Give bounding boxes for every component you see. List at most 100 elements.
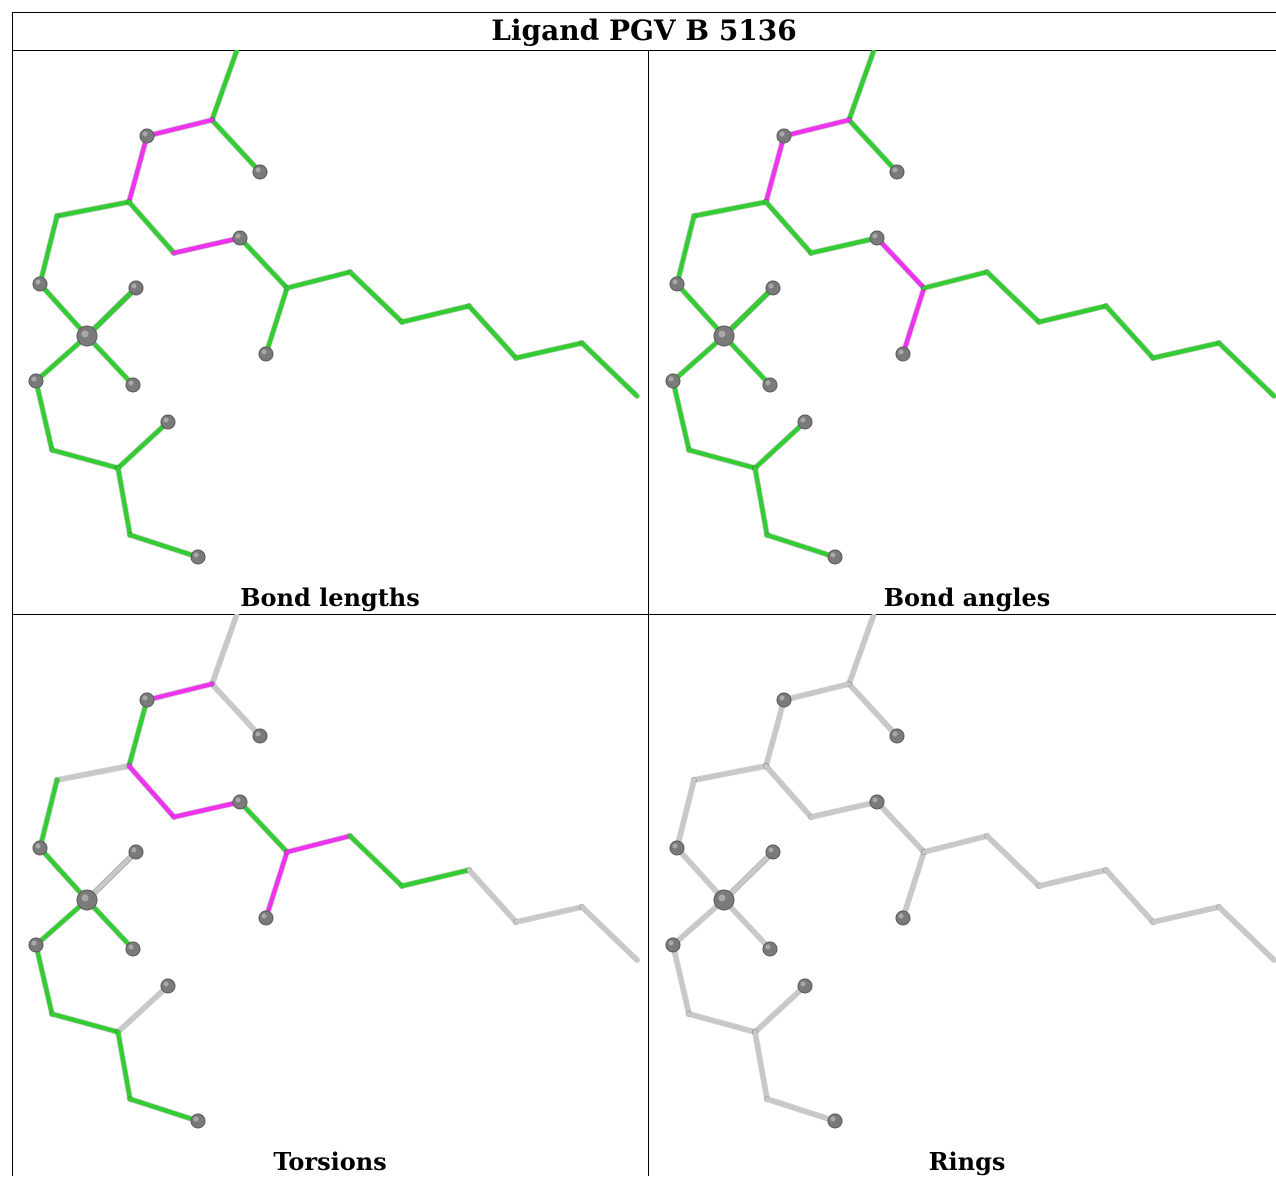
- panel-bond-angles: Bond angles: [649, 50, 1276, 616]
- atom-sphere: [128, 280, 144, 296]
- panel-label-bond-angles: Bond angles: [883, 583, 1051, 612]
- atom-sphere: [32, 840, 48, 856]
- atom-sphere: [232, 230, 248, 246]
- figure-frame: [12, 12, 1276, 1176]
- atom-highlight: [800, 981, 806, 987]
- phosphorus-atom: [713, 325, 735, 347]
- atom-highlight: [128, 944, 134, 950]
- bond-b-c: [54, 199, 132, 219]
- bond-d-e: [171, 799, 243, 820]
- bond-d-e: [171, 235, 243, 256]
- bond-e-f: [874, 799, 927, 855]
- atom-highlight: [718, 894, 726, 902]
- bond-o1-b: [763, 697, 787, 769]
- atom-sphere: [797, 978, 813, 994]
- bond-pp-pu: [84, 285, 139, 339]
- bond-f-fb: [263, 285, 290, 357]
- atom-sphere: [190, 1113, 206, 1129]
- bond-o1-b: [126, 133, 150, 205]
- bond-pp-pu: [721, 849, 776, 903]
- atom-highlight: [672, 279, 678, 285]
- atom-highlight: [765, 944, 771, 950]
- bond-k-l: [1216, 904, 1276, 963]
- atom-highlight: [718, 330, 726, 338]
- atom-highlight: [779, 131, 785, 137]
- bond-q-r: [33, 378, 55, 453]
- bond-r-s: [686, 1011, 758, 1035]
- column-divider: [648, 50, 649, 1176]
- atom-sphere: [128, 844, 144, 860]
- bond-pp-q: [670, 897, 727, 948]
- atom-sphere: [258, 910, 274, 926]
- phosphorus-atom: [76, 325, 98, 347]
- atom-sphere: [669, 840, 685, 856]
- bond-b-c: [54, 763, 132, 783]
- atom-highlight: [255, 167, 261, 173]
- bond-f-fb: [263, 849, 290, 921]
- bond-pp-pd: [84, 333, 136, 388]
- atom-highlight: [142, 131, 148, 137]
- bond-c-cp: [674, 777, 697, 851]
- atom-sphere: [889, 164, 905, 180]
- bond-h-i: [399, 303, 472, 325]
- bond-t-a: [846, 50, 877, 123]
- atom-highlight: [800, 417, 806, 423]
- atom-sphere: [252, 728, 268, 744]
- atom-sphere: [827, 549, 843, 565]
- panel-label-rings: Rings: [928, 1147, 1006, 1176]
- atom-highlight: [830, 552, 836, 558]
- bond-cp-pp: [674, 845, 727, 903]
- atom-sphere: [28, 373, 44, 389]
- bond-g-h: [347, 833, 405, 889]
- atom-sphere: [232, 794, 248, 810]
- atom-sphere: [669, 276, 685, 292]
- atom-sphere: [125, 377, 141, 393]
- atom-highlight: [872, 233, 878, 239]
- bond-j-k: [1150, 340, 1222, 361]
- atom-highlight: [131, 847, 137, 853]
- atom-highlight: [768, 847, 774, 853]
- bond-e-f: [874, 235, 927, 291]
- bond-j-k: [513, 904, 585, 925]
- atom-highlight: [892, 731, 898, 737]
- bond-j-k: [1150, 904, 1222, 925]
- atom-sphere: [252, 164, 268, 180]
- atom-highlight: [892, 167, 898, 173]
- atom-sphere: [895, 910, 911, 926]
- bond-s-v: [115, 1029, 133, 1102]
- bond-r-s: [49, 447, 121, 471]
- atom-highlight: [81, 894, 89, 902]
- bond-a-ab: [209, 681, 263, 739]
- bond-o1-b: [763, 133, 787, 205]
- bond-a-ab: [846, 681, 900, 739]
- atom-sphere: [765, 844, 781, 860]
- bond-s-u: [752, 419, 808, 471]
- panel-rings: Rings: [649, 614, 1276, 1180]
- atom-highlight: [81, 330, 89, 338]
- bond-b-d: [763, 763, 814, 820]
- atom-highlight: [779, 695, 785, 701]
- bond-i-j: [466, 303, 519, 361]
- atom-sphere: [665, 373, 681, 389]
- bond-pp-q: [33, 897, 90, 948]
- bond-q-r: [670, 378, 692, 453]
- bond-b-d: [126, 199, 177, 256]
- bond-i-j: [466, 867, 519, 925]
- atom-highlight: [898, 349, 904, 355]
- atom-sphere: [797, 414, 813, 430]
- bond-pp-q: [33, 333, 90, 384]
- bond-k-l: [1216, 340, 1276, 399]
- bond-s-v: [752, 465, 770, 538]
- bond-q-r: [33, 942, 55, 1017]
- bond-v-w: [764, 1096, 838, 1124]
- bond-a-o1: [144, 681, 215, 703]
- bond-pp-pu: [721, 285, 776, 339]
- atom-highlight: [235, 233, 241, 239]
- bond-s-v: [115, 465, 133, 538]
- atom-highlight: [235, 797, 241, 803]
- panel-bond-lengths: Bond lengths: [12, 50, 648, 616]
- bond-b-c: [691, 763, 769, 783]
- atom-highlight: [193, 1116, 199, 1122]
- atom-sphere: [895, 346, 911, 362]
